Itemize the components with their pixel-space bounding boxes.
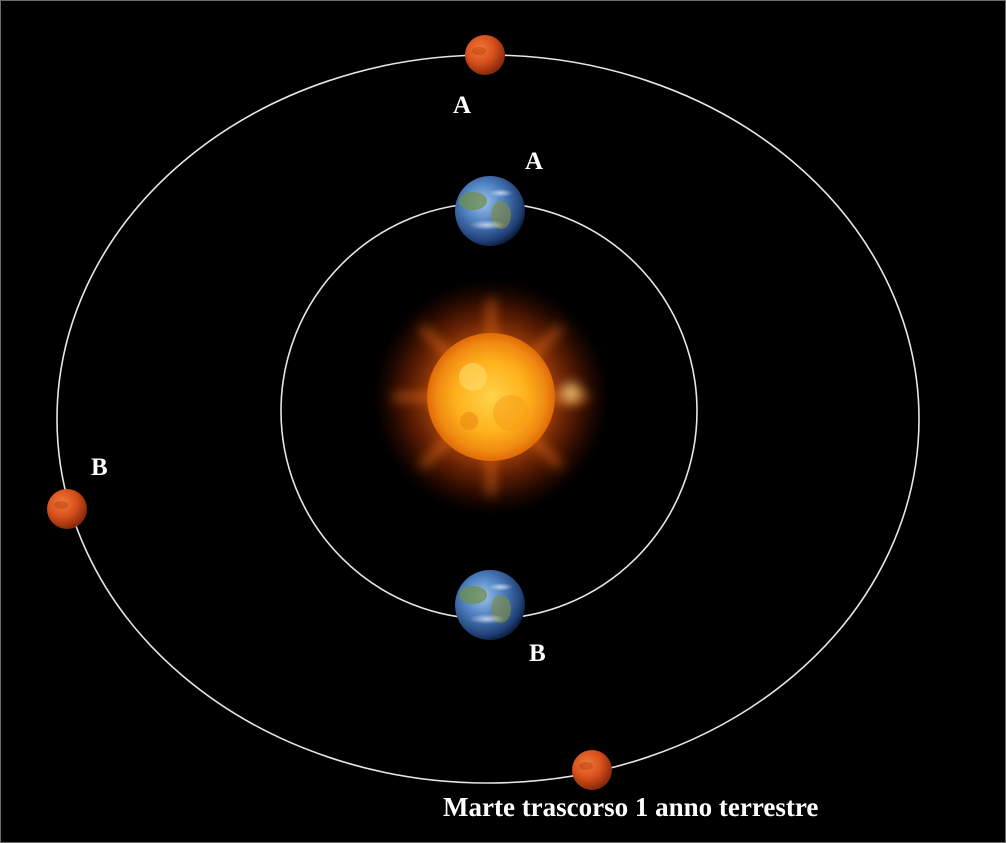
earth-a-label: A [525,148,543,175]
mars-a-label: A [453,92,471,119]
caption: Marte trascorso 1 anno terrestre [443,792,818,822]
earth-b-label: B [529,640,546,667]
earth-a-icon [455,176,525,246]
mars-b-icon [47,489,87,529]
mars-a-icon [465,35,505,75]
mars-after-year-icon [572,750,612,790]
sun-icon [373,279,609,515]
mars-b-label: B [91,454,108,481]
earth-b-icon [455,570,525,640]
